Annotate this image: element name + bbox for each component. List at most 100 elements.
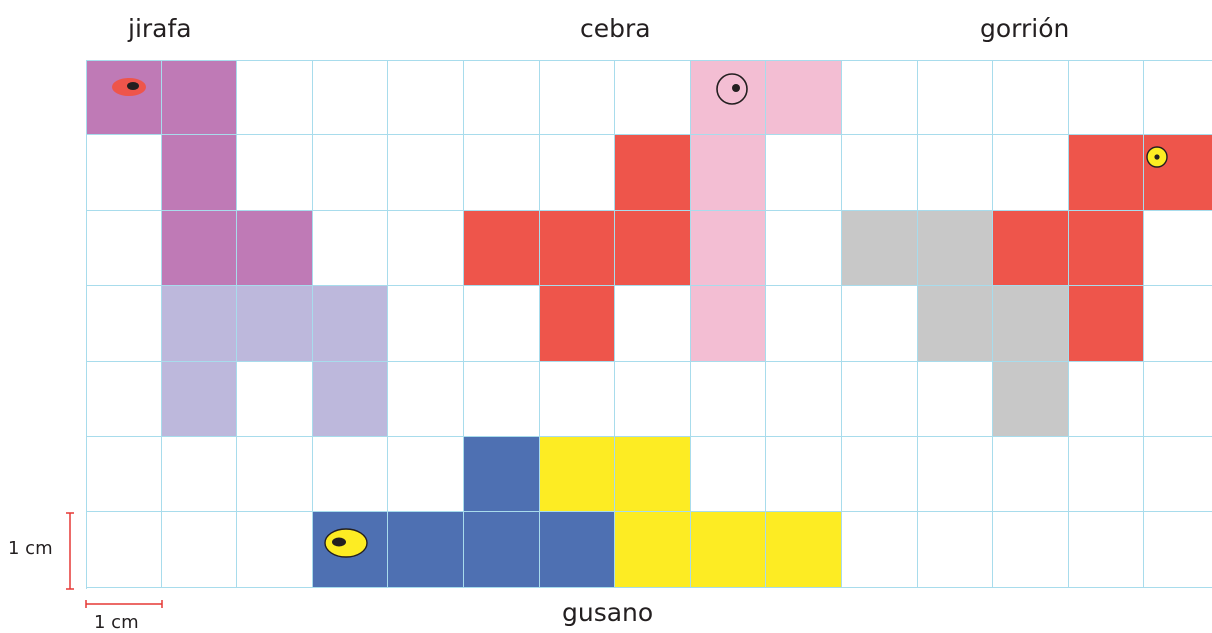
grid-cell — [918, 362, 994, 437]
grid-cell — [388, 286, 464, 361]
grid-cell — [615, 512, 691, 587]
grid-cell — [464, 437, 540, 512]
grid-cell — [237, 437, 313, 512]
grid-cell — [237, 362, 313, 437]
grid-cell — [237, 211, 313, 286]
grid-cell — [162, 437, 238, 512]
grid-cell — [313, 135, 389, 210]
grid-cell — [766, 60, 842, 135]
grid-cell — [540, 211, 616, 286]
grid-cell — [162, 286, 238, 361]
label-gorrion: gorrión — [980, 14, 1069, 44]
grid-cell — [918, 211, 994, 286]
grid-cell — [615, 211, 691, 286]
grid-cell — [842, 211, 918, 286]
gusano-eye-icon — [322, 526, 370, 560]
grid-cell — [993, 362, 1069, 437]
label-cebra: cebra — [580, 14, 651, 44]
grid-cell — [540, 362, 616, 437]
grid-cell — [540, 135, 616, 210]
grid-cell — [1144, 512, 1212, 587]
grid-cell — [615, 286, 691, 361]
label-gusano: gusano — [562, 598, 653, 628]
grid-cell — [1069, 211, 1145, 286]
grid-cell — [464, 512, 540, 587]
grid-cell — [464, 286, 540, 361]
vertical-scale-bar — [62, 511, 78, 591]
vertical-scale-label: 1 cm — [8, 538, 53, 559]
grid-cell — [842, 437, 918, 512]
grid-cell — [993, 437, 1069, 512]
grid-cell — [918, 437, 994, 512]
grid-cell — [86, 512, 162, 587]
grid-cell — [1069, 60, 1145, 135]
grid-cell — [237, 512, 313, 587]
grid-cell — [766, 211, 842, 286]
grid-cell — [993, 211, 1069, 286]
grid-cell — [842, 60, 918, 135]
grid-cell — [388, 60, 464, 135]
grid-cell — [1069, 135, 1145, 210]
grid-cell — [86, 211, 162, 286]
grid-cell — [1069, 512, 1145, 587]
grid-cell — [388, 135, 464, 210]
grid-cell — [766, 362, 842, 437]
grid-cell — [842, 362, 918, 437]
grid-cell — [313, 211, 389, 286]
grid-cell — [162, 135, 238, 210]
grid-cell — [86, 135, 162, 210]
grid-cell — [1144, 362, 1212, 437]
jirafa-eye-icon — [110, 76, 148, 98]
grid-cell — [615, 362, 691, 437]
grid-cell — [766, 512, 842, 587]
grid-cell — [237, 60, 313, 135]
grid-cell — [691, 362, 767, 437]
grid-cell — [162, 362, 238, 437]
label-jirafa: jirafa — [128, 14, 192, 44]
grid-cell — [918, 512, 994, 587]
gorrion-eye-icon — [1145, 145, 1169, 169]
grid-cell — [993, 286, 1069, 361]
cebra-eye-icon — [715, 72, 749, 106]
grid-cell — [86, 286, 162, 361]
grid-cell — [313, 362, 389, 437]
grid-cell — [918, 60, 994, 135]
grid-cell — [464, 362, 540, 437]
grid-cell — [918, 286, 994, 361]
grid-cell — [464, 135, 540, 210]
grid-cell — [1069, 437, 1145, 512]
grid-cell — [993, 512, 1069, 587]
grid-cell — [766, 437, 842, 512]
horizontal-scale-bar — [84, 598, 164, 610]
grid-cell — [918, 135, 994, 210]
grid-cell — [162, 60, 238, 135]
grid-cell — [842, 135, 918, 210]
grid-cell — [1144, 60, 1212, 135]
grid-cell — [540, 437, 616, 512]
grid-cell — [691, 286, 767, 361]
grid-cell — [237, 135, 313, 210]
grid-cell — [540, 286, 616, 361]
grid-cell — [388, 211, 464, 286]
grid-cell — [1144, 211, 1212, 286]
grid-cell — [615, 135, 691, 210]
grid-cell — [993, 135, 1069, 210]
grid-cell — [615, 60, 691, 135]
grid-cell — [615, 437, 691, 512]
grid-cell — [691, 437, 767, 512]
grid-cell — [540, 60, 616, 135]
grid-cell — [388, 437, 464, 512]
grid-cell — [993, 60, 1069, 135]
grid-cell — [1144, 286, 1212, 361]
grid-cell — [313, 437, 389, 512]
grid-cell — [237, 286, 313, 361]
grid-cell — [162, 512, 238, 587]
grid-cell — [691, 135, 767, 210]
grid-cell — [1069, 286, 1145, 361]
horizontal-scale-label: 1 cm — [94, 612, 139, 633]
grid-cell — [766, 135, 842, 210]
grid-cell — [162, 211, 238, 286]
grid-cell — [1144, 437, 1212, 512]
grid-cell — [464, 60, 540, 135]
grid-cell — [388, 512, 464, 587]
